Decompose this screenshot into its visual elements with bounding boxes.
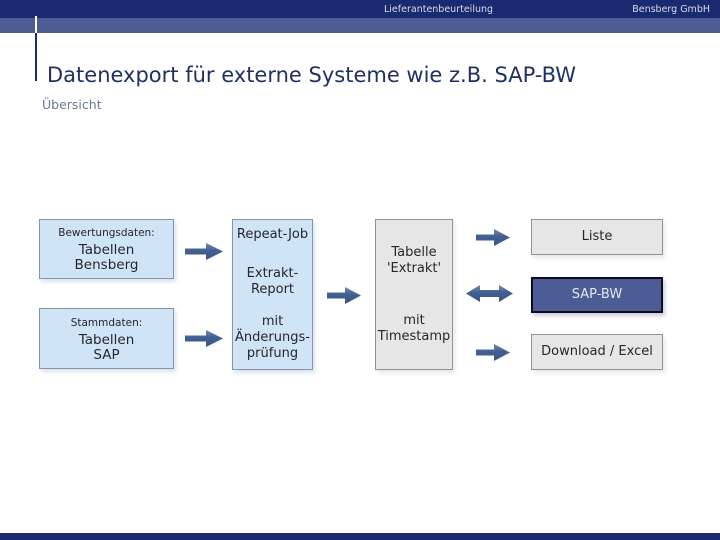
arrow-right-icon	[327, 287, 361, 304]
process-line-extrakt: Extrakt-	[246, 266, 299, 281]
spacer	[376, 277, 452, 313]
extract-line-extrakt: 'Extrakt'	[386, 261, 442, 276]
arrow-right-icon	[185, 243, 223, 260]
process-line-report: Report	[250, 282, 295, 297]
header-bar: Lieferantenbeurteilung Bensberg GmbH	[0, 0, 720, 18]
footer-bar	[0, 533, 720, 540]
extract-report-box: Repeat-Job Extrakt- Report mit Änderungs…	[232, 219, 313, 370]
page-subtitle: Übersicht	[42, 97, 102, 112]
page-title: Datenexport für externe Systeme wie z.B.…	[47, 63, 577, 87]
sap-bw-label: SAP-BW	[571, 287, 623, 302]
header-document-title: Lieferantenbeurteilung	[384, 4, 494, 15]
process-line-pruefung: prüfung	[246, 346, 299, 361]
vertical-accent-line-navy	[35, 33, 37, 81]
header-company-name: Bensberg GmbH	[632, 4, 710, 15]
download-excel-label: Download / Excel	[541, 344, 653, 359]
bewertungsdaten-box: Bewertungsdaten: Tabellen Bensberg	[39, 219, 174, 279]
download-excel-box: Download / Excel	[531, 334, 663, 370]
arrow-right-icon	[185, 330, 223, 347]
process-line-mit: mit	[261, 314, 284, 329]
bewertungsdaten-line2: Bensberg	[74, 257, 139, 273]
stammdaten-box: Stammdaten: Tabellen SAP	[39, 308, 174, 369]
bewertungsdaten-label: Bewertungsdaten:	[58, 227, 155, 239]
extract-line-mit: mit	[403, 313, 425, 328]
arrow-right-icon	[476, 344, 510, 361]
stammdaten-label: Stammdaten:	[70, 317, 143, 329]
arrow-right-icon	[476, 229, 510, 246]
extract-table-box: Tabelle 'Extrakt' mit Timestamp	[375, 219, 453, 370]
process-line-aenderungs: Änderungs-	[235, 330, 310, 345]
process-line-repeat-job: Repeat-Job	[236, 227, 309, 242]
spacer	[233, 298, 312, 314]
liste-box: Liste	[531, 219, 663, 255]
bewertungsdaten-line1: Tabellen	[78, 242, 135, 258]
accent-band	[0, 18, 720, 33]
stammdaten-line2: SAP	[93, 347, 120, 363]
liste-label: Liste	[581, 229, 613, 244]
sap-bw-box: SAP-BW	[531, 277, 663, 313]
stammdaten-line1: Tabellen	[78, 332, 135, 348]
extract-line-timestamp: Timestamp	[377, 329, 451, 344]
vertical-accent-line-white	[35, 16, 37, 33]
extract-line-tabelle: Tabelle	[391, 245, 437, 260]
spacer	[233, 243, 312, 266]
arrow-left-right-icon	[466, 285, 513, 302]
